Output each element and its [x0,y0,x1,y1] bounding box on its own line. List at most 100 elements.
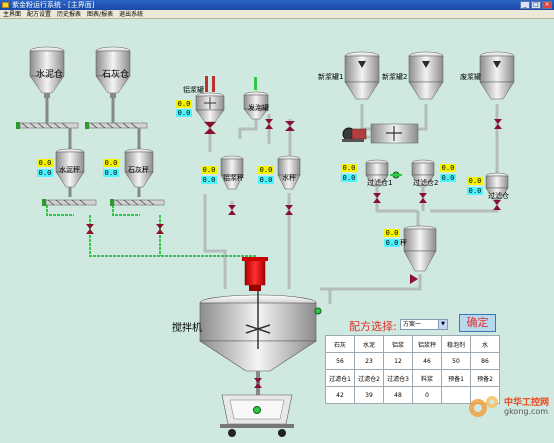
aluminum-paste-tank [195,76,225,123]
water-scale-hopper [277,155,301,190]
table-cell: 48 [383,386,413,404]
foaming-tank [243,77,269,120]
table-cell: 86 [470,352,500,370]
watermark: 中华工控网 gkong.com [464,392,554,422]
slurry-scale-hopper [403,225,437,272]
recipe-select-label: 配方选择: [349,320,397,333]
mixing-vessel [370,123,419,144]
confirm-button[interactable]: 确定 [459,314,496,332]
hopper-outlets [68,187,141,197]
table-cell: 预备1 [441,369,471,387]
slurry-pump [342,127,367,142]
lime-scale-label: 石灰秤 [128,166,149,174]
cement-scale-value-actual: 0.0 [37,169,53,177]
menu-item-history-report[interactable]: 历史报表 [57,11,82,18]
window-controls: _ □ × [520,1,552,9]
filter-2-value-set: 0.0 [440,164,456,172]
waste-filter-value-actual: 0.0 [467,187,483,195]
table-cell: 过滤仓1 [325,369,355,387]
table-cell: 过滤仓2 [354,369,384,387]
mixer-motor [242,257,268,291]
filter-1-label: 过滤仓1 [367,179,393,187]
table-cell: 预备2 [470,369,500,387]
filter-2-value-actual: 0.0 [440,174,456,182]
aluminum-scale-hopper [220,155,244,190]
new-slurry-tank-1-label: 新浆罐1 [318,73,344,81]
menu-item-recipe-settings[interactable]: 配方设置 [27,11,52,18]
process-canvas: 水泥仓 石灰仓 水泥秤 石灰秤 铝浆罐 发泡罐 铝浆秤 水秤 新浆罐1 新浆罐2… [0,19,554,443]
three-way-valve [390,171,402,179]
cement-scale-value-set: 0.0 [37,159,53,167]
aluminum-tank-value-actual: 0.0 [176,109,192,117]
lower-conveyor-cement [42,199,97,206]
waste-slurry-tank [479,51,515,100]
slurry-scale-value-set: 0.0 [384,229,400,237]
maximize-icon[interactable]: □ [531,1,541,9]
app-icon [2,2,9,8]
minimize-icon[interactable]: _ [520,1,530,9]
title-bar: 紫金粉运行系统 - [主界面] _ □ × [0,0,554,10]
filter-2-label: 过滤仓2 [413,179,439,187]
table-cell: 石灰 [325,335,355,353]
gear-icon [469,396,498,417]
filter-1-value-actual: 0.0 [341,174,357,182]
menu-item-charts[interactable]: 图表/报表 [87,11,114,18]
table-row: 56 23 12 46 50 86 [325,352,500,370]
aluminum-scale-label: 铝浆秤 [223,174,244,182]
table-cell: 铝浆秤 [412,335,442,353]
process-diagram [16,46,515,437]
lime-scale-hopper [124,148,154,188]
filter-hopper-2 [411,159,435,187]
table-cell: 0 [412,386,442,404]
table-cell: 12 [383,352,413,370]
watermark-domain: gkong.com [504,407,549,416]
waste-filter-label: 过滤仓 [488,192,509,200]
aluminum-tank-label: 铝浆罐 [183,86,204,94]
aluminum-scale-value-actual: 0.0 [201,176,217,184]
table-cell: 水 [470,335,500,353]
screw-conveyor-cement [16,122,79,129]
slurry-scale-value-actual: 0.0 [384,239,400,247]
cement-scale-label: 水泥秤 [59,166,80,174]
screw-conveyor-lime [85,122,148,129]
water-scale-label: 水秤 [282,174,296,182]
silo-lime-label: 石灰仓 [102,70,130,80]
lime-scale-value-set: 0.0 [103,159,119,167]
chevron-down-icon[interactable]: ▼ [438,320,447,329]
lower-conveyor-lime [110,199,165,206]
table-cell: 23 [354,352,384,370]
new-slurry-tank-2 [408,51,444,100]
mixer-body [198,291,322,372]
table-cell: 过滤仓3 [383,369,413,387]
filter-hopper-waste [485,172,509,200]
table-cell: 42 [325,386,355,404]
mixer-label: 搅拌机 [172,323,202,334]
water-scale-value-actual: 0.0 [258,176,274,184]
window-title: 紫金粉运行系统 - [主界面] [12,1,95,9]
water-scale-value-set: 0.0 [258,166,274,174]
cement-scale-hopper [55,148,85,188]
silo-feed-pipes [45,98,141,149]
valves [86,119,502,388]
lime-scale-value-actual: 0.0 [103,169,119,177]
waste-filter-value-set: 0.0 [467,177,483,185]
waste-slurry-tank-label: 废浆罐 [460,73,481,81]
table-cell: 铝浆 [383,335,413,353]
recipe-dropdown[interactable]: 方案一 ▼ [400,319,448,330]
menu-item-exit[interactable]: 退出系统 [119,11,144,18]
table-cell: 稳泡剂 [441,335,471,353]
table-row: 石灰 水泥 铝浆 铝浆秤 稳泡剂 水 [325,335,500,353]
silo-lime [95,46,131,98]
table-cell: 料浆 [412,369,442,387]
silo-cement-label: 水泥仓 [36,70,64,80]
menu-item-main[interactable]: 主界面 [3,11,22,18]
new-slurry-tank-1 [344,51,380,100]
table-cell: 水泥 [354,335,384,353]
mould-cart [220,394,294,437]
filter-1-value-set: 0.0 [341,164,357,172]
recipe-selected-value: 方案一 [403,321,422,328]
foam-tank-label: 发泡罐 [248,104,269,112]
table-cell: 46 [412,352,442,370]
close-icon[interactable]: × [542,1,552,9]
aluminum-scale-value-set: 0.0 [201,166,217,174]
